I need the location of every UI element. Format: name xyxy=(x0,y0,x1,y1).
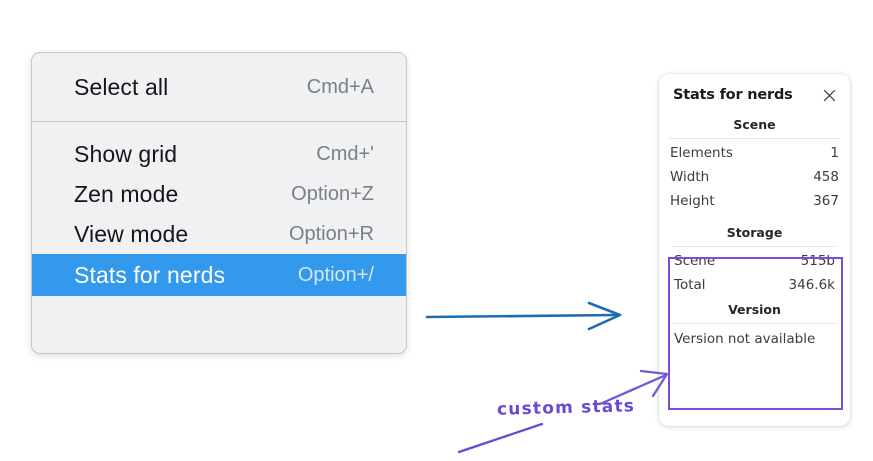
menu-footer-spacer xyxy=(32,296,406,312)
menu-item-shortcut: Cmd+A xyxy=(306,75,374,98)
menu-item-shortcut: Option+R xyxy=(288,222,374,245)
section-divider xyxy=(673,246,836,247)
section-storage: Storage Scene 515b Total 346.6k xyxy=(672,220,837,297)
panel-header: Stats for nerds xyxy=(659,74,850,112)
section-title: Storage xyxy=(726,225,783,240)
section-divider xyxy=(673,323,836,324)
stat-key: Total xyxy=(674,277,706,293)
section-divider xyxy=(669,138,840,139)
menu-item-stats-for-nerds[interactable]: Stats for nerds Option+/ xyxy=(32,254,406,296)
panel-body: Scene Elements 1 Width 458 Height 367 St… xyxy=(659,112,850,355)
handwritten-annotation-label: custom stats xyxy=(496,396,636,420)
menu-item-zen-mode[interactable]: Zen mode Option+Z xyxy=(32,174,406,214)
stat-key: Scene xyxy=(674,253,716,269)
stats-for-nerds-panel[interactable]: Stats for nerds Scene Elements 1 Width 4… xyxy=(659,74,850,426)
menu-separator xyxy=(32,121,406,122)
menu-item-label: Select all xyxy=(74,73,169,100)
stat-key: Elements xyxy=(670,145,733,161)
stat-row: Width 458 xyxy=(668,165,841,189)
stat-value: 346.6k xyxy=(788,277,835,293)
section-version: Version Version not available xyxy=(672,297,837,349)
stat-key: Width xyxy=(670,169,710,185)
context-menu[interactable]: Select all Cmd+A Show grid Cmd+' Zen mod… xyxy=(31,52,407,354)
menu-item-label: View mode xyxy=(74,220,189,247)
menu-item-shortcut: Cmd+' xyxy=(316,142,374,165)
stat-row: Scene 515b xyxy=(672,249,837,273)
section-title: Version xyxy=(728,302,781,317)
blue-arrow-icon xyxy=(425,301,622,331)
stat-key: Height xyxy=(670,193,715,209)
menu-item-label: Show grid xyxy=(74,140,178,167)
stat-row: Total 346.6k xyxy=(672,273,837,297)
version-note: Version not available xyxy=(674,331,816,347)
section-scene: Scene Elements 1 Width 458 Height 367 xyxy=(668,112,841,213)
stat-value: 458 xyxy=(813,169,839,185)
stat-value: 515b xyxy=(800,253,835,269)
menu-item-shortcut: Option+/ xyxy=(297,263,374,286)
menu-group-top: Select all Cmd+A xyxy=(32,53,406,121)
section-title: Scene xyxy=(733,117,776,132)
menu-item-shortcut: Option+Z xyxy=(291,182,374,205)
menu-item-show-grid[interactable]: Show grid Cmd+' xyxy=(32,134,406,174)
custom-stats-area: Storage Scene 515b Total 346.6k Version … xyxy=(668,217,841,355)
close-icon[interactable] xyxy=(822,88,837,103)
stat-value: 367 xyxy=(813,193,839,209)
menu-item-label: Stats for nerds xyxy=(74,261,226,288)
menu-item-label: Zen mode xyxy=(74,180,179,207)
menu-group-bottom: Show grid Cmd+' Zen mode Option+Z View m… xyxy=(32,122,406,312)
menu-item-select-all[interactable]: Select all Cmd+A xyxy=(32,67,406,107)
menu-item-view-mode[interactable]: View mode Option+R xyxy=(32,214,406,254)
purple-underline-stroke xyxy=(457,422,544,454)
stat-row: Elements 1 xyxy=(668,141,841,165)
panel-title: Stats for nerds xyxy=(673,87,793,103)
stat-value: 1 xyxy=(830,145,839,161)
stat-row: Height 367 xyxy=(668,189,841,213)
